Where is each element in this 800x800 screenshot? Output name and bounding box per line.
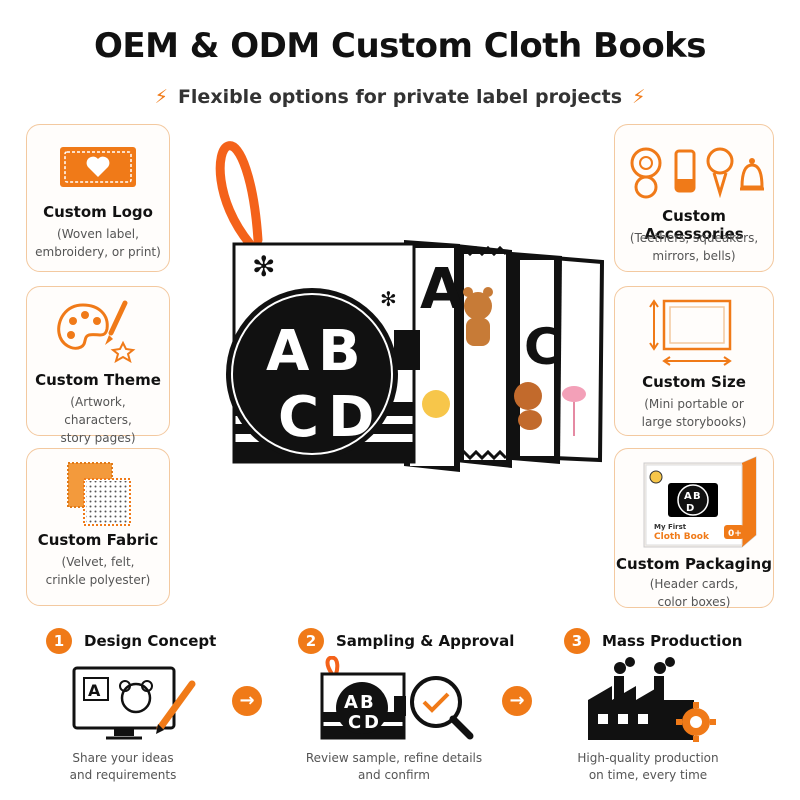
arrow-right-icon: → bbox=[502, 686, 532, 716]
card-title: Custom Fabric bbox=[37, 531, 159, 549]
card-custom-fabric: Custom Fabric (Velvet, felt, crinkle pol… bbox=[26, 448, 170, 606]
card-desc: (Mini portable or bbox=[644, 397, 744, 411]
step-desc: Share your ideas bbox=[72, 751, 174, 765]
book-cover: A B C D ✻ ✻ bbox=[226, 242, 420, 464]
ribbon-loop bbox=[215, 141, 263, 249]
card-desc: mirrors, bells) bbox=[652, 249, 736, 263]
package-line1: My First bbox=[654, 523, 687, 531]
screen-letter: A bbox=[88, 681, 101, 700]
cloth-book-image: A C A bbox=[194, 140, 614, 540]
card-desc: crinkle polyester) bbox=[45, 573, 151, 587]
subtitle: ⚡ Flexible options for private label proj… bbox=[0, 86, 800, 108]
card-custom-accessories: Custom Accessories (Teethers, squeakers,… bbox=[614, 124, 774, 272]
accessories-icon bbox=[615, 141, 773, 205]
step-number: 3 bbox=[564, 628, 590, 654]
card-title: Custom Size bbox=[642, 373, 746, 391]
svg-text:A: A bbox=[684, 491, 692, 502]
heart-label-icon bbox=[27, 145, 169, 193]
factory-icon bbox=[584, 656, 724, 750]
step-title: Mass Production bbox=[602, 632, 743, 650]
card-desc: color boxes) bbox=[657, 595, 731, 609]
card-desc: (Velvet, felt, bbox=[61, 555, 135, 569]
step-desc: on time, every time bbox=[588, 768, 708, 782]
book-pages: A C bbox=[404, 240, 605, 472]
dash-left-icon: ⚡ bbox=[154, 86, 168, 108]
size-frame-icon bbox=[615, 295, 773, 375]
fabric-swatch-icon bbox=[27, 459, 169, 533]
step-desc: Review sample, refine details bbox=[305, 751, 483, 765]
card-custom-logo: Custom Logo (Woven label, embroidery, or… bbox=[26, 124, 170, 272]
page-title: OEM & ODM Custom Cloth Books bbox=[93, 26, 707, 66]
card-custom-theme: Custom Theme (Artwork, characters, story… bbox=[26, 286, 170, 445]
page-letter: C bbox=[524, 318, 561, 376]
svg-text:D: D bbox=[686, 503, 694, 514]
step-desc: and confirm bbox=[358, 768, 430, 782]
step-number: 2 bbox=[298, 628, 324, 654]
cover-letter: D bbox=[328, 385, 374, 450]
step-desc: High-quality production bbox=[577, 751, 719, 765]
step-desc: and requirements bbox=[69, 768, 177, 782]
card-desc: story pages) bbox=[60, 431, 136, 445]
card-desc: (Header cards, bbox=[649, 577, 739, 591]
step-title: Sampling & Approval bbox=[336, 632, 515, 650]
package-line2: Cloth Book bbox=[654, 532, 710, 542]
card-title: Custom Theme bbox=[35, 371, 161, 389]
svg-text:D: D bbox=[364, 712, 379, 733]
card-desc: large storybooks) bbox=[641, 415, 747, 429]
card-desc: embroidery, or print) bbox=[35, 245, 161, 259]
card-custom-size: Custom Size (Mini portable or large stor… bbox=[614, 286, 774, 436]
svg-text:B: B bbox=[360, 692, 374, 713]
cover-letter: C bbox=[278, 385, 319, 450]
card-title: Custom Accessories bbox=[644, 207, 744, 243]
monitor-design-icon: A bbox=[70, 664, 200, 748]
step-title: Design Concept bbox=[84, 632, 217, 650]
card-desc: (Artwork, characters, bbox=[64, 395, 132, 427]
cover-letter: A bbox=[266, 319, 310, 384]
cover-letter: B bbox=[318, 319, 361, 384]
sample-review-icon: A B C D bbox=[318, 655, 478, 750]
card-desc: (Woven label, bbox=[57, 227, 139, 241]
palette-brush-icon bbox=[27, 299, 169, 367]
card-title: Custom Logo bbox=[43, 203, 153, 221]
svg-text:C: C bbox=[348, 712, 361, 733]
package-box-icon: A B D 0+ My First Cloth Book bbox=[615, 453, 773, 557]
dash-right-icon: ⚡ bbox=[632, 86, 646, 108]
subtitle-text: Flexible options for private label proje… bbox=[177, 86, 623, 108]
package-age: 0+ bbox=[728, 529, 742, 539]
snowflake-icon: ✻ bbox=[380, 287, 397, 311]
step-number: 1 bbox=[46, 628, 72, 654]
arrow-right-icon: → bbox=[232, 686, 262, 716]
svg-text:B: B bbox=[693, 491, 701, 502]
svg-text:A: A bbox=[344, 692, 358, 713]
snowflake-icon: ✻ bbox=[252, 250, 275, 283]
card-custom-packaging: A B D 0+ My First Cloth Book Custom Pack… bbox=[614, 448, 774, 609]
page-letter: A bbox=[420, 257, 464, 322]
card-title: Custom Packaging bbox=[616, 555, 772, 573]
card-desc: (Teethers, squeakers, bbox=[629, 231, 759, 245]
